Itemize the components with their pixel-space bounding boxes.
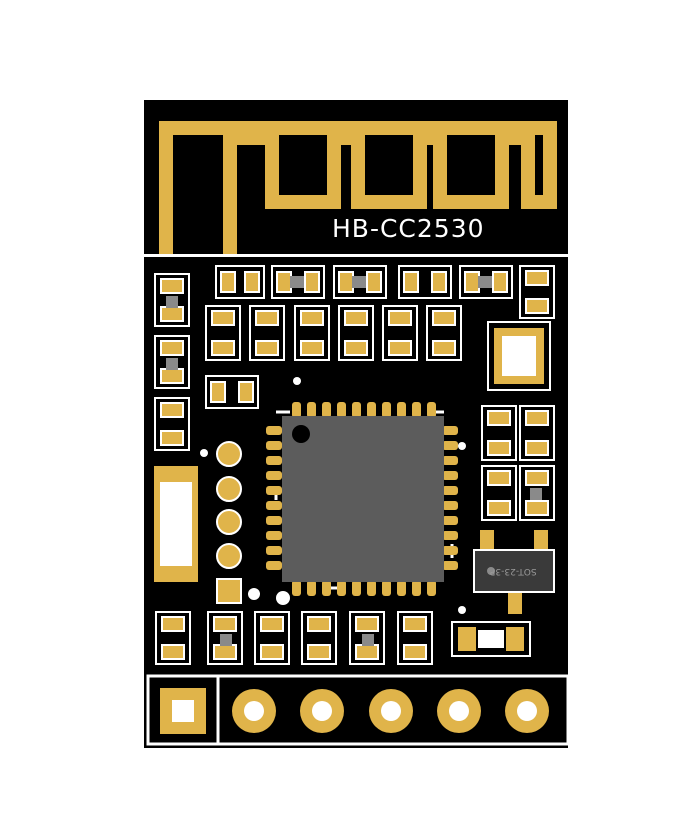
- status-led-icon: [451, 621, 531, 657]
- sot23-regulator-icon: [473, 530, 555, 614]
- qfn-chip-icon: [266, 402, 458, 596]
- sot-package-label: SOT-23-3P: [490, 566, 537, 576]
- header-pin-icon: [216, 441, 242, 604]
- component-bodies: [166, 276, 542, 646]
- antenna-keepout-line: [144, 254, 568, 257]
- antenna-trace-icon: [159, 121, 557, 256]
- passive-components: [154, 265, 555, 665]
- led-icon: [487, 321, 551, 391]
- vias: [200, 377, 466, 614]
- board-silkscreen-label: HB-CC2530: [332, 214, 485, 243]
- crystal-icon: [154, 466, 198, 582]
- bottom-header-icon: [146, 674, 570, 746]
